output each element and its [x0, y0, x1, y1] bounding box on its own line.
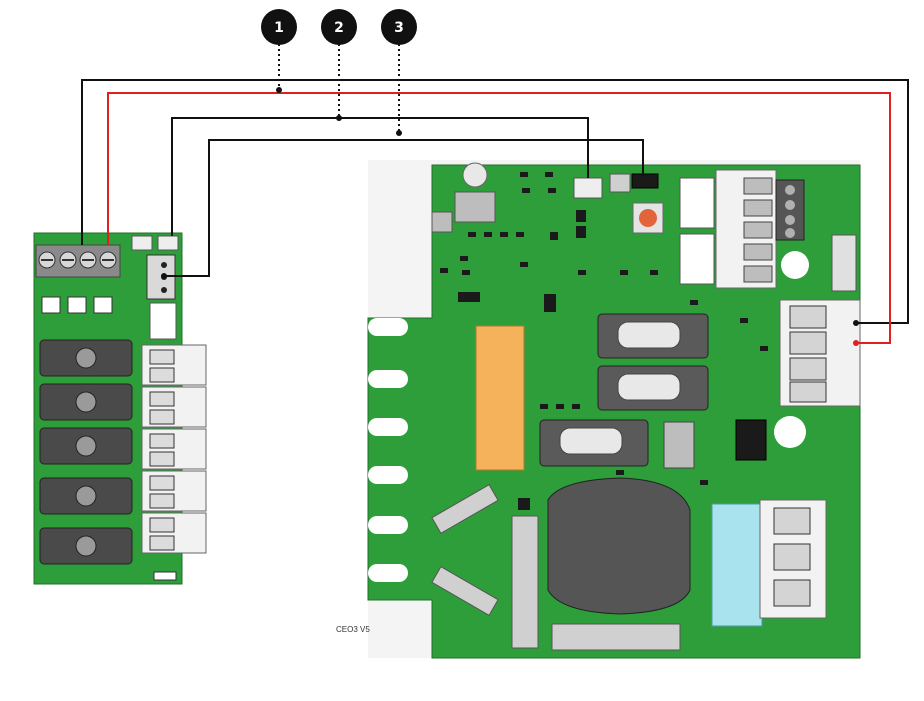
left-board — [33, 232, 207, 585]
wires — [81, 79, 909, 344]
relay — [475, 325, 525, 471]
right-terminal-block — [779, 299, 861, 407]
wire-red — [107, 92, 891, 344]
callout-2-label: 2 — [334, 20, 344, 36]
right-board: CEO3 V5 — [336, 160, 861, 659]
wire-2 — [171, 117, 589, 236]
callout-3-badge — [381, 9, 417, 45]
jumper-header — [631, 173, 659, 189]
wire-3 — [164, 139, 644, 277]
connector-2pin — [573, 177, 603, 199]
left-fuse-holders — [39, 339, 133, 565]
smd-components — [440, 172, 768, 485]
board-label: CEO3 V5 — [336, 625, 370, 634]
callout-2-badge — [321, 9, 357, 45]
left-output-terminals — [141, 344, 207, 554]
capacitor — [711, 503, 763, 627]
callouts: 1 2 3 — [261, 9, 417, 133]
reset-button — [639, 209, 657, 227]
callout-1-badge — [261, 9, 297, 45]
callout-3-label: 3 — [394, 20, 404, 36]
callout-1-label: 1 — [274, 20, 284, 36]
inductor — [547, 477, 691, 615]
left-screw-terminal — [35, 244, 121, 278]
